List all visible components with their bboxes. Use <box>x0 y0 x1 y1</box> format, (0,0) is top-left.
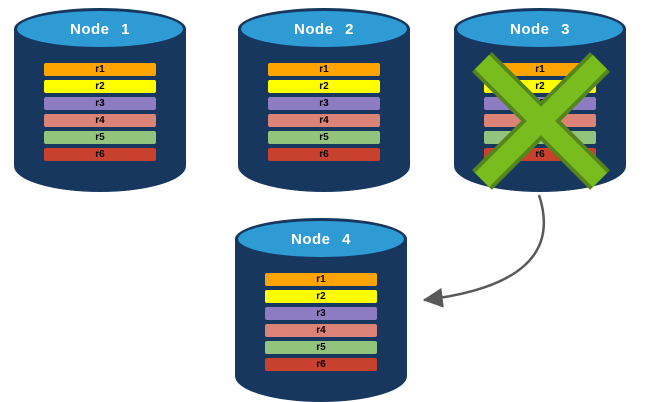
node-4-rows: r1 r2 r3 r4 r5 r6 <box>265 273 377 375</box>
node-1-row-r3: r3 <box>44 97 156 110</box>
node-3-label: Node 3 <box>509 20 570 38</box>
node-2-label: Node 2 <box>293 20 354 38</box>
node-3-cylinder-top: Node 3 <box>454 8 626 50</box>
node-4: Node 4 r1 r2 r3 r4 r5 r6 <box>235 218 407 402</box>
node-3-row-r6: r6 <box>484 148 596 161</box>
node-3-row-r1: r1 <box>484 63 596 76</box>
node-2-row-r3: r3 <box>268 97 380 110</box>
node-1-row-r4: r4 <box>44 114 156 127</box>
node-2-row-r1: r1 <box>268 63 380 76</box>
node-3-row-r3: r3 <box>484 97 596 110</box>
node-2-row-r2: r2 <box>268 80 380 93</box>
node-4-row-r1: r1 <box>265 273 377 286</box>
node-4-row-r2: r2 <box>265 290 377 303</box>
node-4-row-r5: r5 <box>265 341 377 354</box>
node-1-row-r1: r1 <box>44 63 156 76</box>
node-2-cylinder-body <box>238 29 410 192</box>
node-1-cylinder-body <box>14 29 186 192</box>
node-3-row-r4: r4 <box>484 114 596 127</box>
node-1-cylinder-top: Node 1 <box>14 8 186 50</box>
node-2-cylinder-top: Node 2 <box>238 8 410 50</box>
node-1-label: Node 1 <box>69 20 130 38</box>
node-2-rows: r1 r2 r3 r4 r5 r6 <box>268 63 380 165</box>
node-1-row-r6: r6 <box>44 148 156 161</box>
node-3: Node 3 r1 r2 r3 r4 r5 r6 <box>454 8 626 192</box>
node-2-row-r4: r4 <box>268 114 380 127</box>
node-1-row-r2: r2 <box>44 80 156 93</box>
node-4-cylinder-body <box>235 239 407 402</box>
node-2-row-r6: r6 <box>268 148 380 161</box>
node-3-row-r2: r2 <box>484 80 596 93</box>
node-2: Node 2 r1 r2 r3 r4 r5 r6 <box>238 8 410 192</box>
node-1-rows: r1 r2 r3 r4 r5 r6 <box>44 63 156 165</box>
node-4-label: Node 4 <box>290 230 351 248</box>
failover-arrow <box>422 194 545 308</box>
node-1-row-r5: r5 <box>44 131 156 144</box>
node-4-row-r3: r3 <box>265 307 377 320</box>
node-3-row-r5: r5 <box>484 131 596 144</box>
node-3-rows: r1 r2 r3 r4 r5 r6 <box>484 63 596 165</box>
node-4-row-r6: r6 <box>265 358 377 371</box>
node-4-row-r4: r4 <box>265 324 377 337</box>
node-2-row-r5: r5 <box>268 131 380 144</box>
node-1: Node 1 r1 r2 r3 r4 r5 r6 <box>14 8 186 192</box>
node-4-cylinder-top: Node 4 <box>235 218 407 260</box>
